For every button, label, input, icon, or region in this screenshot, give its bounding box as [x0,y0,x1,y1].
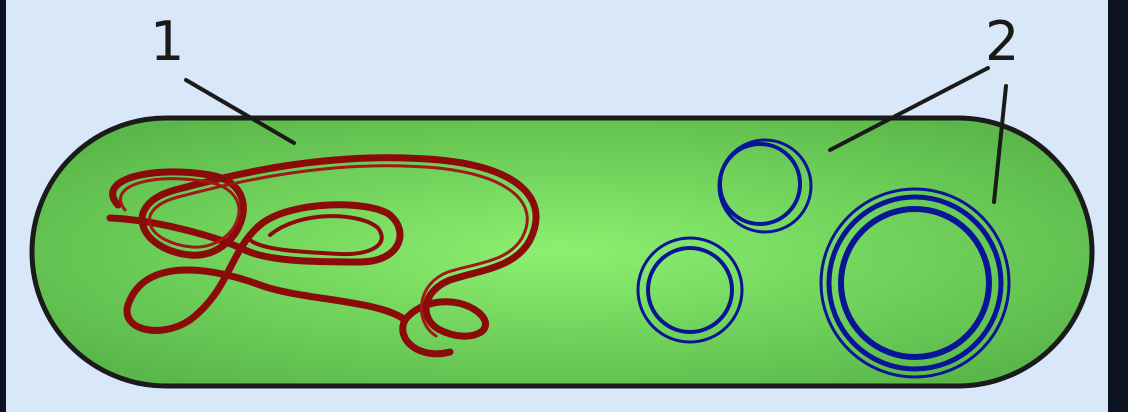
label-1: 1 [150,10,184,73]
label-2: 2 [985,10,1019,73]
